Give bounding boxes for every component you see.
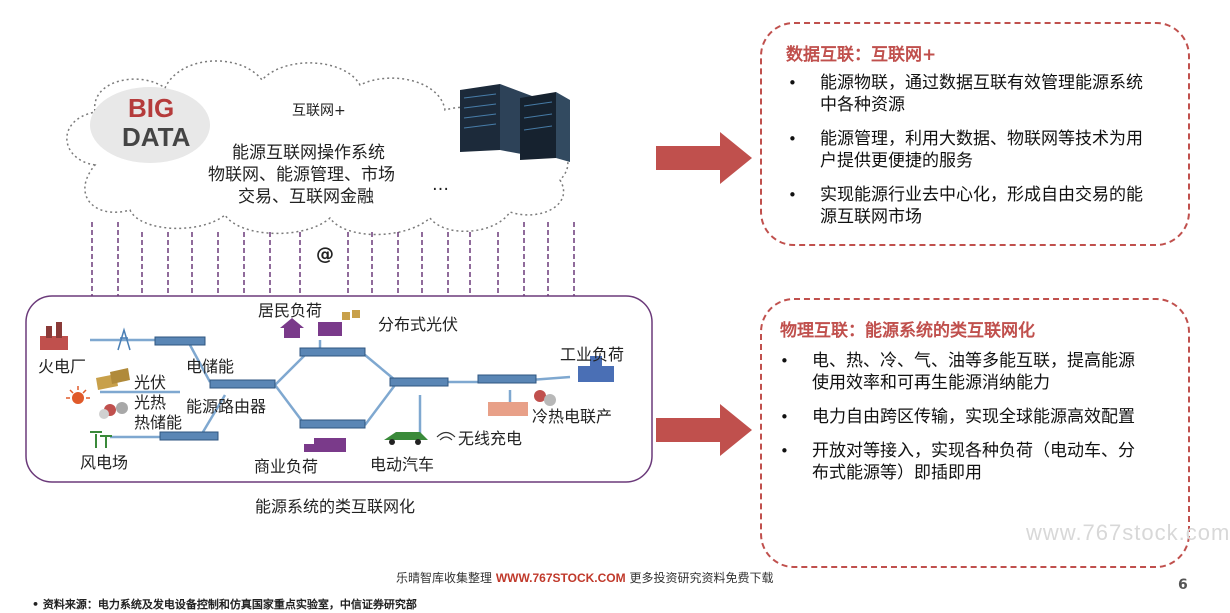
bus-lines: [90, 338, 571, 450]
data-box-bullet: 能源管理，利用大数据、物联网等技术为用户提供更便捷的服务: [778, 128, 1158, 172]
label-commercial: 商业负荷: [254, 457, 318, 476]
cloud-line-2: 物联网、能源管理、市场: [208, 165, 395, 185]
solar-icon: [96, 368, 130, 390]
data-box-list: 能源物联，通过数据互联有效管理能源系统中各种资源 能源管理，利用大数据、物联网等…: [778, 72, 1158, 240]
label-pv-1: 光伏: [134, 373, 166, 392]
cloud-tag: 互联网+: [292, 103, 346, 119]
house-icon: [280, 318, 304, 338]
label-industrial: 工业负荷: [560, 345, 624, 364]
server-icon: [460, 84, 570, 162]
arrow-to-data-box: [656, 132, 752, 184]
grid-labels: 火电厂 光伏 光热 热储能 风电场 电储能 能源路由器 居民负荷 分布式光伏 商…: [38, 301, 624, 476]
page-number: 6: [1178, 577, 1188, 593]
data-interconnect-box: 数据互联：互联网+ 能源物联，通过数据互联有效管理能源系统中各种资源 能源管理，…: [760, 22, 1190, 246]
label-wind-farm: 风电场: [80, 453, 128, 472]
cloud-line-3: 交易、互联网金融: [238, 187, 374, 207]
factory-icon: [578, 356, 614, 382]
diagram-caption: 能源系统的类互联网化: [255, 497, 415, 516]
big-data-logo: BIG DATA: [90, 87, 210, 163]
watermark: www.767stock.com: [1026, 520, 1230, 545]
label-pv-3: 热储能: [134, 413, 182, 432]
label-residential: 居民负荷: [258, 301, 322, 320]
sun-icon: [66, 386, 90, 404]
label-router: 能源路由器: [186, 397, 266, 416]
label-thermal-plant: 火电厂: [38, 357, 86, 376]
credit-prefix: 乐晴智库收集整理: [396, 571, 493, 585]
cloud-ellipsis: …: [432, 175, 449, 195]
wind-turbine-icon: [90, 431, 112, 448]
thermal-storage-icon: [99, 402, 128, 419]
physical-box-bullet: 电力自由跨区传输，实现全球能源高效配置: [770, 406, 1150, 428]
credit-suffix: 更多投资研究资料免费下载: [629, 571, 774, 585]
router-bars: [154, 336, 537, 441]
label-wireless: 无线充电: [458, 429, 522, 448]
thermal-plant-icon: [40, 322, 68, 350]
label-storage: 电储能: [186, 357, 234, 376]
big-data-word-2: DATA: [122, 122, 191, 152]
wireless-icon: [436, 431, 456, 441]
at-symbol: @: [316, 244, 334, 265]
physical-box-title: 物理互联：能源系统的类互联网化: [780, 321, 1035, 341]
source-note: • 资料来源：电力系统及发电设备控制和仿真国家重点实验室，中信证券研究部: [32, 598, 417, 611]
big-data-word-1: BIG: [128, 93, 174, 123]
commercial-building-icon: [304, 438, 346, 452]
transmission-tower-icon: [117, 327, 131, 351]
building-icon: [318, 310, 360, 336]
physical-box-list: 电、热、冷、气、油等多能互联，提高能源使用效率和可再生能源消纳能力 电力自由跨区…: [770, 350, 1150, 496]
arrow-to-physical-box: [656, 404, 752, 456]
physical-interconnect-box: 物理互联：能源系统的类互联网化 电、热、冷、气、油等多能互联，提高能源使用效率和…: [760, 298, 1190, 568]
cloud-line-1: 能源互联网操作系统: [232, 143, 385, 163]
physical-box-bullet: 开放对等接入，实现各种负荷（电动车、分布式能源等）即插即用: [770, 440, 1150, 484]
label-ev: 电动汽车: [370, 455, 434, 474]
physical-box-bullet: 电、热、冷、气、油等多能互联，提高能源使用效率和可再生能源消纳能力: [770, 350, 1150, 394]
data-box-bullet: 实现能源行业去中心化，形成自由交易的能源互联网市场: [778, 184, 1158, 228]
label-pv-2: 光热: [134, 393, 166, 412]
data-box-title: 数据互联：互联网+: [786, 45, 937, 65]
credit-line: 乐晴智库收集整理 WWW.767STOCK.COM 更多投资研究资料免费下载: [396, 569, 773, 586]
data-box-bullet: 能源物联，通过数据互联有效管理能源系统中各种资源: [778, 72, 1158, 116]
label-chp: 冷热电联产: [532, 407, 612, 426]
chp-icon: [488, 390, 556, 416]
credit-brand-link[interactable]: WWW.767STOCK.COM: [495, 571, 626, 585]
ev-icon: [384, 432, 428, 445]
label-distributed-pv: 分布式光伏: [378, 315, 458, 334]
